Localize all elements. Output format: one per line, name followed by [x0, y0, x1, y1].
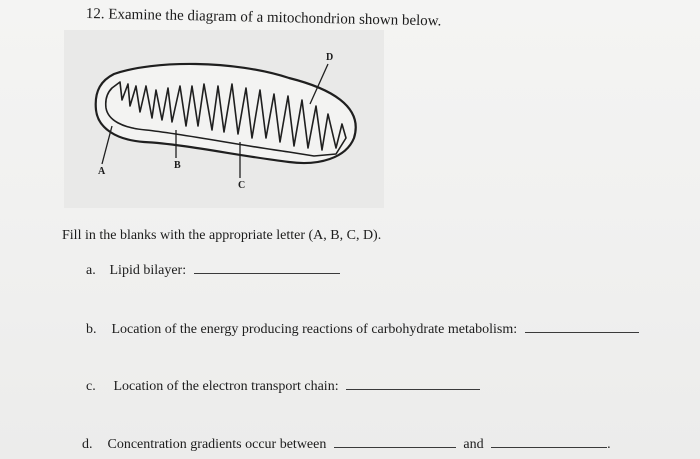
inner-membrane: [104, 81, 347, 157]
outer-membrane: [94, 62, 357, 164]
label-c: C: [238, 180, 246, 191]
instructions: Fill in the blanks with the appropriate …: [62, 228, 382, 243]
item-d-conjunction: and: [463, 437, 484, 452]
item-d-letter: d.: [82, 437, 93, 452]
mitochondrion-diagram: [94, 62, 357, 178]
label-d: D: [326, 52, 334, 63]
item-d-blank-1[interactable]: [333, 435, 456, 448]
item-c-text: Location of the electron transport chain…: [113, 379, 339, 394]
item-a-text: Lipid bilayer:: [109, 263, 187, 278]
item-b-text: Location of the energy producing reactio…: [111, 322, 518, 337]
label-line-d: [309, 63, 329, 105]
label-line-a: [101, 125, 113, 165]
item-d-blank-2[interactable]: [491, 435, 608, 448]
item-d-end: .: [607, 437, 611, 452]
item-d: d. Concentration gradients occur between…: [82, 435, 611, 453]
item-c-blank[interactable]: [346, 377, 481, 390]
item-b-blank[interactable]: [524, 320, 639, 333]
item-b: b. Location of the energy producing reac…: [86, 320, 639, 338]
question-title: 12. Examine the diagram of a mitochondri…: [85, 6, 442, 30]
item-b-letter: b.: [86, 322, 97, 337]
item-d-text: Concentration gradients occur between: [107, 437, 327, 452]
label-a: A: [98, 166, 106, 177]
item-a-blank[interactable]: [193, 261, 340, 274]
label-b: B: [174, 160, 181, 171]
item-c: c. Location of the electron transport ch…: [86, 377, 481, 395]
item-a: a. Lipid bilayer:: [86, 261, 340, 279]
item-a-letter: a.: [86, 263, 96, 278]
item-c-letter: c.: [86, 379, 96, 394]
